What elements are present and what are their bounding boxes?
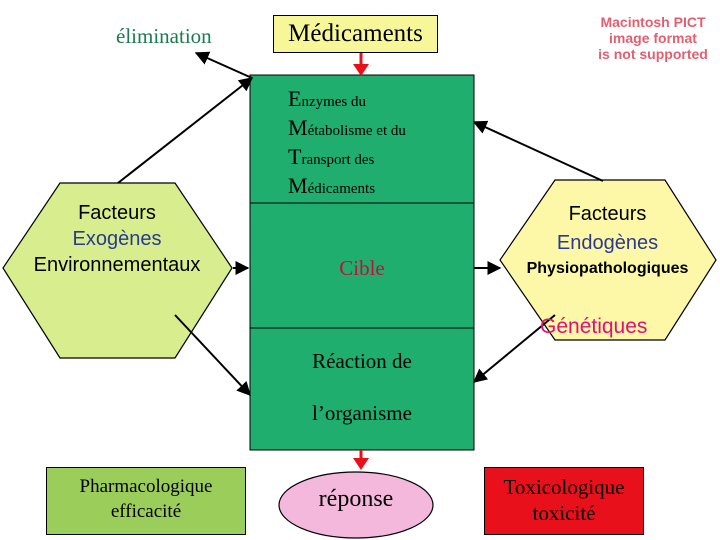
- left-hex-line1: Facteurs: [78, 202, 156, 224]
- left-hex-line3: Environnementaux: [33, 254, 201, 276]
- center-box-bottom: [249, 327, 475, 451]
- enzymes-rest: nzymes du: [301, 94, 367, 110]
- tox-line2: toxicité: [532, 501, 596, 525]
- enzymes-rest: ransport des: [301, 152, 375, 168]
- arrow-left-hex-to-reaction: [174, 314, 251, 397]
- reaction-line2: l’organisme: [312, 401, 412, 425]
- pict-unsupported-notice: Macintosh PICT image format is not suppo…: [598, 14, 708, 62]
- enzymes-line: Métabolisme et du: [288, 115, 406, 144]
- right-hexagon: [499, 179, 717, 341]
- red-arrowhead-medicaments: [353, 64, 369, 76]
- center-box-middle: [249, 202, 475, 329]
- arrow-left-hex-to-center: [117, 77, 254, 184]
- red-arrowhead-reponse: [353, 458, 369, 470]
- enzymes-cap: M: [288, 173, 308, 198]
- enzymes-line: Transport des: [288, 144, 406, 173]
- reaction-line1: Réaction de: [312, 349, 412, 373]
- left-hexagon: [2, 182, 233, 359]
- arrow-right-hex-to-center: [472, 120, 604, 182]
- pharma-line1: Pharmacologique: [79, 476, 213, 497]
- toxicologique-box: Toxicologique toxicité: [484, 467, 644, 535]
- reaction-label: Réaction de l’organisme: [250, 345, 474, 429]
- tox-line1: Toxicologique: [503, 475, 625, 499]
- enzymes-cap: E: [288, 86, 302, 111]
- reponse-ellipse: [278, 471, 434, 539]
- enzymes-rest: édicaments: [307, 181, 376, 197]
- right-hex-line1: Facteurs: [568, 203, 647, 225]
- arrow-right-hex-to-reaction: [472, 314, 556, 383]
- enzymes-line: Enzymes du: [288, 86, 406, 115]
- arrow-to-elimination: [194, 51, 253, 79]
- left-hex-line2: Exogènes: [72, 228, 162, 250]
- center-box-top: [249, 74, 475, 204]
- enzymes-cap: T: [288, 144, 302, 169]
- cible-label: Cible: [339, 256, 385, 280]
- enzymes-text: Enzymes du Métabolisme et du Transport d…: [288, 86, 406, 202]
- enzymes-rest: étabolisme et du: [307, 123, 406, 139]
- pharmacologique-box: Pharmacologique efficacité: [46, 467, 246, 535]
- right-hex-line2: Endogènes: [556, 232, 659, 254]
- medicaments-box: Médicaments: [273, 15, 438, 53]
- pharma-line2: efficacité: [110, 501, 182, 522]
- enzymes-cap: M: [288, 115, 308, 140]
- elimination-label: élimination: [116, 24, 212, 48]
- genetiques-label: Génétiques: [540, 315, 648, 338]
- right-hexagon-label: Facteurs Endogènes Physiopathologiques: [500, 200, 715, 280]
- right-hex-line3: Physiopathologiques: [526, 260, 689, 277]
- enzymes-line: Médicaments: [288, 173, 406, 202]
- reponse-label: réponse: [318, 486, 394, 512]
- left-hexagon-label: Facteurs Exogènes Environnementaux: [5, 200, 229, 278]
